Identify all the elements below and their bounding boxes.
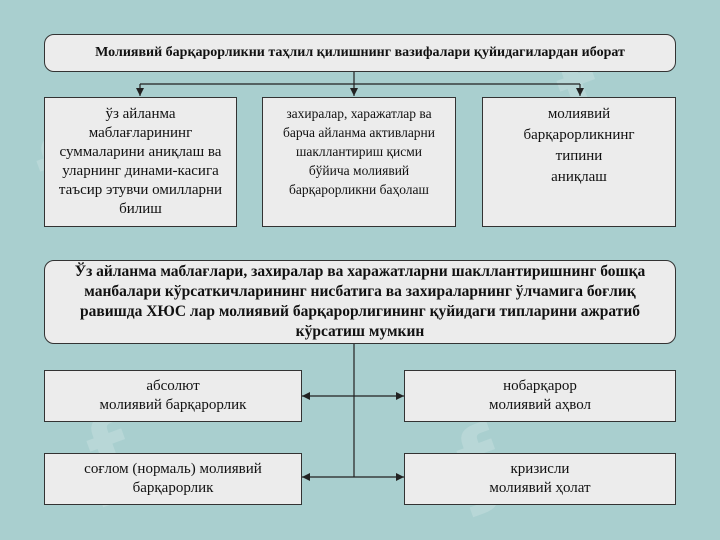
type-box-crisis: кризисли молиявий ҳолат	[404, 453, 676, 505]
arrow-head	[576, 88, 584, 96]
arrow-head	[302, 473, 310, 481]
header-title: Молиявий барқарорликни таҳлил қилишнинг …	[95, 45, 625, 60]
arrow-head	[396, 473, 404, 481]
type-text: кризисли молиявий ҳолат	[489, 461, 591, 496]
type-box-normal: соғлом (нормаль) молиявий барқарорлик	[44, 453, 302, 505]
arrow-head	[350, 88, 358, 96]
task-box-own-funds: ўз айланма маблағларининг суммаларини ан…	[44, 97, 237, 227]
header-box: Молиявий барқарорликни таҳлил қилишнинг …	[44, 34, 676, 72]
arrow-head	[136, 88, 144, 96]
task-box-type: молиявий барқарорликнинг типини аниқлаш	[482, 97, 676, 227]
type-text: нобарқарор молиявий аҳвол	[488, 378, 592, 413]
middle-box: Ўз айланма маблағлари, захиралар ва хара…	[44, 260, 676, 344]
task-text: ўз айланма маблағларининг суммаларини ан…	[58, 106, 223, 217]
arrow-head	[396, 392, 404, 400]
type-box-absolute: абсолют молиявий барқарорлик	[44, 370, 302, 422]
arrow-head	[302, 392, 310, 400]
type-box-unstable: нобарқарор молиявий аҳвол	[404, 370, 676, 422]
task-box-reserves: захиралар, харажатлар ва барча айланма а…	[262, 97, 456, 227]
task-text: молиявий барқарорликнинг типини аниқлаш	[523, 106, 635, 185]
middle-text: Ўз айланма маблағлари, захиралар ва хара…	[74, 263, 646, 340]
task-text: захиралар, харажатлар ва барча айланма а…	[282, 106, 436, 197]
type-text: абсолют молиявий барқарорлик	[99, 378, 247, 413]
type-text: соғлом (нормаль) молиявий барқарорлик	[84, 461, 262, 496]
